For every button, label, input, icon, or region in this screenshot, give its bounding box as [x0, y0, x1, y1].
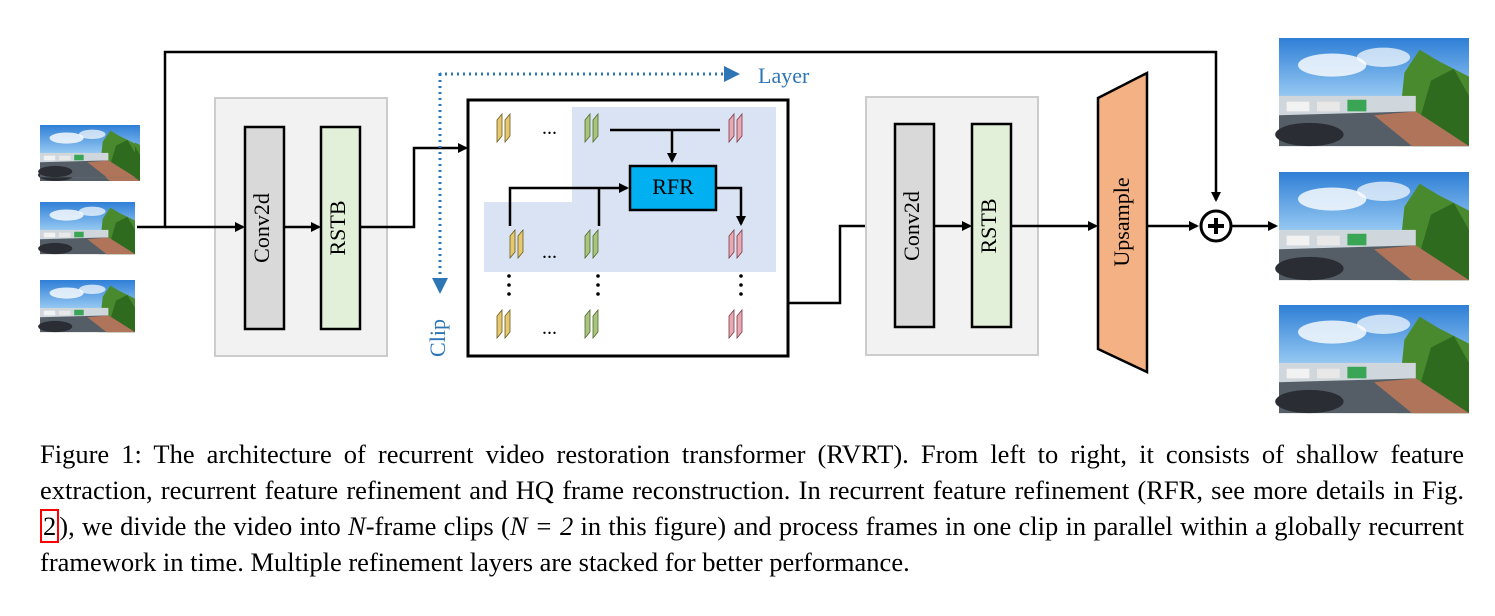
skip-connection-line — [137, 50, 1221, 229]
caption-math-n: N — [348, 511, 366, 541]
caption-math-eq: N = 2 — [509, 511, 574, 541]
top-to-rfr-arrow — [610, 128, 720, 161]
layer-axis-arrow — [438, 66, 740, 82]
input-frame-2-image — [38, 202, 135, 255]
conv2d-left-label: Conv2d — [249, 193, 274, 263]
figure-caption: Figure 1: The architecture of recurrent … — [40, 436, 1464, 580]
input-frame-1-image — [38, 125, 135, 178]
input-frame-3-image — [38, 280, 135, 333]
upsample-block — [1096, 70, 1149, 374]
rfr-to-output-arrow — [716, 186, 746, 226]
feature-row-1: ... — [496, 113, 743, 143]
rfr-label: RFR — [652, 174, 694, 199]
ellipsis: ... — [542, 241, 557, 263]
rstb-right-block — [970, 122, 1013, 329]
rstb-left-label: RSTB — [325, 200, 350, 255]
caption-text-2: ), we divide the video into — [59, 511, 349, 541]
layer-axis-label: Layer — [758, 63, 810, 88]
output-frame-2-image — [1275, 172, 1469, 281]
figure-reference-link[interactable]: 2 — [40, 509, 60, 543]
rfr-block — [628, 164, 718, 212]
rstb-right-label: RSTB — [976, 198, 1001, 253]
rstb-left-block — [319, 125, 362, 331]
caption-text-1: Figure 1: The architecture of recurrent … — [40, 439, 1464, 505]
ellipsis: ... — [542, 117, 557, 139]
feature-row-3: ... — [496, 309, 743, 339]
caption-text-3: -frame clips ( — [365, 511, 510, 541]
conv2d-right-label: Conv2d — [899, 191, 924, 261]
clip-left-to-rfr-arrow — [508, 183, 629, 226]
conv2d-right-block — [893, 122, 936, 329]
add-operator-icon — [1199, 209, 1233, 243]
upsample-label: Upsample — [1109, 177, 1134, 266]
output-frame-3-image — [1275, 305, 1469, 414]
vertical-dots — [507, 274, 743, 296]
feature-row-2: ... — [509, 229, 743, 263]
caption-text-4: in this figure) and process frames in on… — [40, 511, 1464, 577]
clip-axis-label: Clip — [425, 319, 450, 357]
ellipsis: ... — [542, 317, 557, 339]
output-frame-1-image — [1275, 38, 1469, 147]
architecture-diagram: Conv2d RSTB Layer Clip ... ... ... RFR — [38, 38, 1469, 414]
conv2d-left-block — [243, 125, 286, 331]
